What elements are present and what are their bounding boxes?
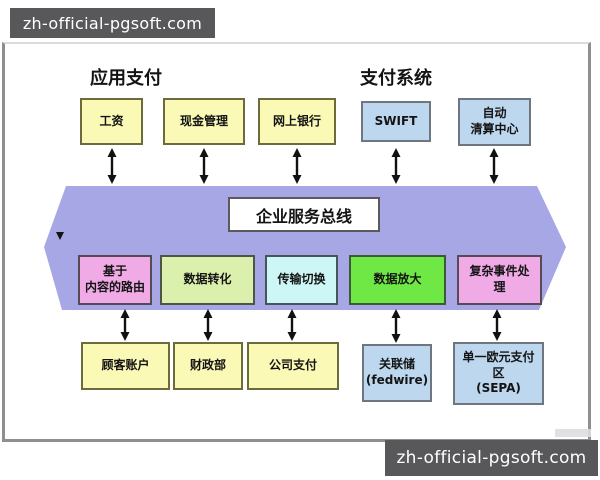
watermark-label-top: zh-official-pgsoft.com: [10, 8, 215, 38]
node-treasury: 财政部: [173, 342, 243, 390]
node-corporate-payments: 公司支付: [247, 342, 339, 390]
tiny-watermark: [555, 429, 591, 437]
node-cash-management: 现金管理: [163, 98, 245, 145]
esb-label-box: 企业服务总线: [228, 197, 380, 232]
node-online-banking: 网上银行: [258, 98, 336, 145]
left-section-title: 应用支付: [90, 68, 162, 89]
node-salary: 工资: [80, 98, 143, 145]
node-complex-event-processing: 复杂事件处 理: [457, 255, 542, 305]
node-automated-clearing-house: 自动 清算中心: [458, 98, 531, 146]
node-data-amplification: 数据放大: [349, 255, 446, 305]
node-customer-accounts: 顾客账户: [81, 342, 170, 390]
node-swift: SWIFT: [361, 101, 431, 142]
esb-label: 企业服务总线: [255, 206, 352, 226]
node-transport-switching: 传输切换: [265, 255, 338, 305]
watermark-label-bottom: zh-official-pgsoft.com: [385, 440, 598, 476]
node-content-based-routing: 基于 内容的路由: [78, 255, 152, 305]
right-section-title: 支付系统: [360, 68, 432, 89]
node-data-transformation: 数据转化: [160, 255, 255, 305]
node-sepa: 单一欧元支付 区 (SEPA): [453, 342, 544, 405]
node-fedwire: 关联储 (fedwire): [362, 344, 432, 402]
